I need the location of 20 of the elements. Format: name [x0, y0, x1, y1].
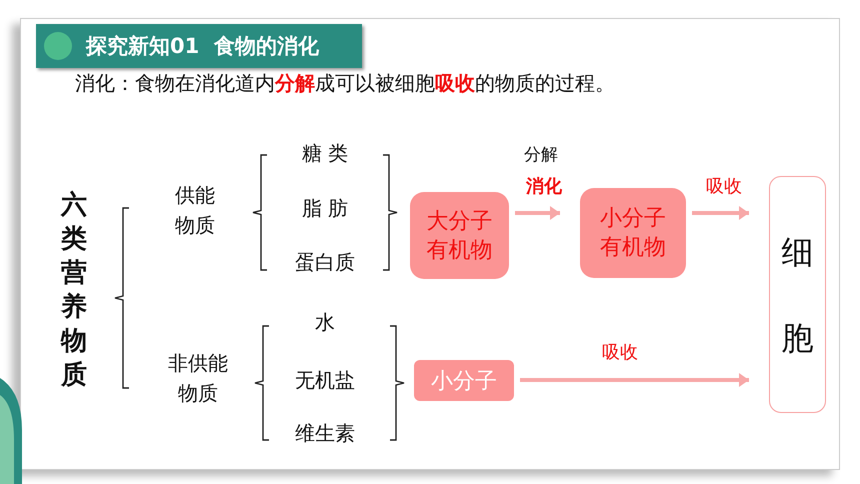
molecule-box: 小分子	[414, 360, 514, 401]
nutrient-text: 水	[280, 307, 370, 337]
cell-box: 细胞	[769, 176, 826, 413]
nutrient-text: 糖 类	[280, 138, 370, 168]
nutrient-text: 蛋白质	[280, 247, 370, 277]
vertical-heading: 六类营养物质	[52, 185, 96, 395]
arrow	[520, 373, 749, 387]
definition-text: 消化：食物在消化道内分解成可以被细胞吸收的物质的过程。	[75, 70, 615, 97]
category-text: 非供能物质	[165, 348, 231, 408]
edge-label: 消化	[526, 174, 562, 198]
molecule-box: 大分子有机物	[410, 192, 509, 279]
arrow	[515, 206, 560, 220]
nutrient-text: 脂 肪	[280, 193, 370, 223]
note-text: 分解	[524, 144, 558, 166]
category-text: 供能物质	[172, 180, 218, 240]
arrow	[692, 206, 749, 220]
molecule-box: 小分子有机物	[580, 188, 686, 278]
nutrient-text: 维生素	[280, 418, 370, 448]
title: 探究新知01 食物的消化	[86, 33, 319, 60]
nutrient-text: 无机盐	[280, 365, 370, 395]
